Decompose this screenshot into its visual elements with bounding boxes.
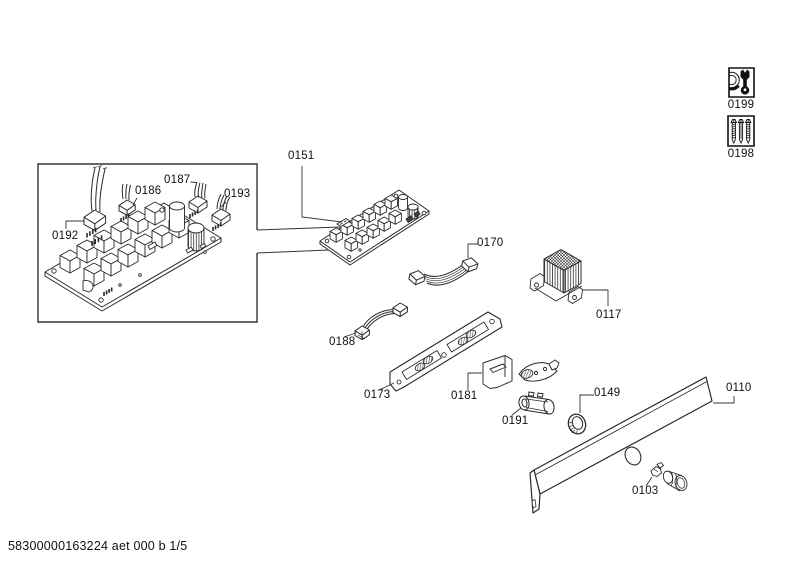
connector-0187 [188,182,208,219]
document-code: 58300000163224 aet 000 b 1/5 [8,539,188,553]
connector-0192 [83,166,107,239]
part-label-0199: 0199 [727,99,755,111]
lamp-socket-0191-drawing [512,392,555,415]
harness-0188-drawing [344,302,408,341]
part-label-0191: 0191 [502,415,529,427]
part-label-0187: 0187 [164,174,191,186]
connector-0186 [118,184,136,223]
control-panel-0110-drawing [530,377,734,513]
part-label-0173: 0173 [364,389,391,401]
part-label-0149: 0149 [594,387,621,399]
detail-callout-box [38,164,257,322]
switch-bracket-0181-drawing [468,356,559,391]
part-label-0103: 0103 [632,485,659,497]
connector-0193 [211,194,231,232]
part-label-0117: 0117 [596,309,622,321]
part-label-0170: 0170 [477,237,504,249]
part-label-0198: 0198 [727,148,755,160]
part-label-0181: 0181 [451,390,478,402]
part-label-0188: 0188 [329,336,356,348]
part-label-0151: 0151 [288,150,315,162]
callout-leader-lines [257,227,340,253]
part-label-0192: 0192 [52,230,79,242]
part-label-0110: 0110 [726,382,752,394]
support-bracket-0173-drawing [379,312,502,391]
power-board-0151-drawing [302,166,429,265]
ribbed-component [188,223,204,251]
wrench-tool-icon [724,68,754,97]
power-board-detail-drawing [45,166,231,311]
knob-0103-drawing [646,463,689,493]
ribbon-cable-0170-drawing [407,244,480,287]
capacitor [170,202,185,232]
heatsink-0117-drawing [530,250,608,307]
trim-ring-0149-drawing [566,395,594,436]
part-label-0193: 0193 [224,188,251,200]
screws-icon [728,116,754,146]
part-label-0186: 0186 [135,185,162,197]
